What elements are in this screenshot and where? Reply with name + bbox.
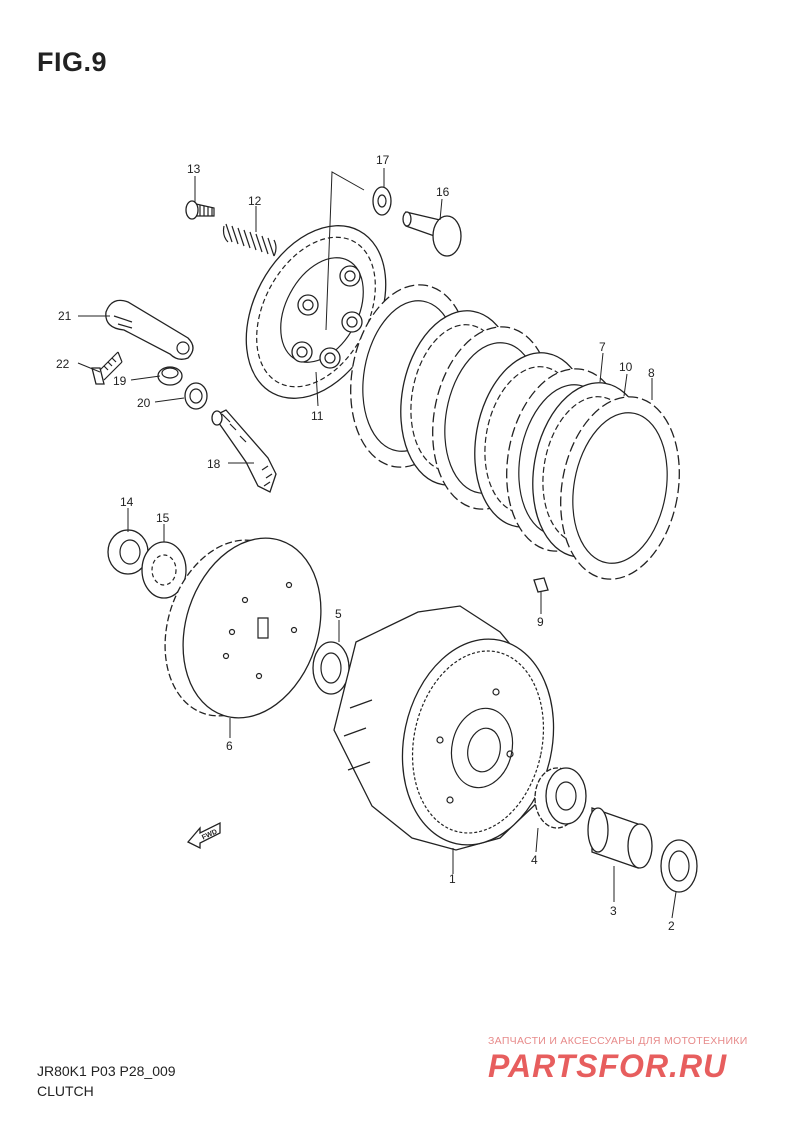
callout-12[interactable]: 12: [248, 194, 262, 208]
part-13-screw[interactable]: [185, 200, 215, 220]
callout-13[interactable]: 13: [187, 162, 201, 176]
section-name: CLUTCH: [37, 1083, 94, 1099]
part-5-thrust-washer[interactable]: [312, 641, 350, 695]
fwd-label: FWD: [201, 828, 218, 841]
part-17-washer[interactable]: [372, 186, 392, 216]
callout-14[interactable]: 14: [120, 495, 134, 509]
callout-10[interactable]: 10: [619, 360, 633, 374]
diagram-code: JR80K1 P03 P28_009: [37, 1063, 176, 1079]
callout-18[interactable]: 18: [207, 457, 221, 471]
part-6-primary-driven-gear[interactable]: [143, 520, 343, 736]
watermark-logo: PARTSFOR.RU: [488, 1048, 727, 1084]
callout-17[interactable]: 17: [376, 153, 390, 167]
callout-19[interactable]: 19: [113, 374, 127, 388]
callout-15[interactable]: 15: [156, 511, 170, 525]
part-1-clutch-housing[interactable]: [333, 605, 572, 859]
part-9-key[interactable]: [533, 577, 549, 593]
part-21-release-arm[interactable]: [105, 299, 194, 360]
part-19-collar[interactable]: [157, 366, 183, 386]
callout-numbers: 1 2 3 4 5 6 7 8 9 10 11 12 13 14 15 16 1…: [56, 153, 675, 933]
callout-1[interactable]: 1: [449, 872, 456, 886]
callout-8[interactable]: 8: [648, 366, 655, 380]
callout-9[interactable]: 9: [537, 615, 544, 629]
callout-16[interactable]: 16: [436, 185, 450, 199]
watermark-logo-text: PARTSFOR.RU: [488, 1048, 727, 1084]
part-20-washer[interactable]: [184, 382, 208, 410]
part-22-bolt[interactable]: [91, 351, 123, 385]
part-4-gear[interactable]: [534, 767, 587, 829]
part-2-washer[interactable]: [660, 839, 698, 893]
callout-3[interactable]: 3: [610, 904, 617, 918]
callout-22[interactable]: 22: [56, 357, 70, 371]
part-18-release-shaft[interactable]: [211, 409, 277, 493]
callout-4[interactable]: 4: [531, 853, 538, 867]
part-12-spring[interactable]: [222, 223, 277, 257]
callout-7[interactable]: 7: [599, 340, 606, 354]
part-11-pressure-plate[interactable]: [218, 202, 414, 423]
callout-2[interactable]: 2: [668, 919, 675, 933]
figure-title: FIG.9: [37, 47, 108, 77]
callout-20[interactable]: 20: [137, 396, 151, 410]
clutch-plate-stack[interactable]: [337, 275, 693, 588]
callout-5[interactable]: 5: [335, 607, 342, 621]
part-16-push-piece[interactable]: [402, 211, 462, 257]
callout-11[interactable]: 11: [311, 409, 324, 423]
watermark-tagline: ЗАПЧАСТИ И АКСЕССУАРЫ ДЛЯ МОТОТЕХНИКИ: [488, 1035, 748, 1047]
leader-lines: [77, 168, 677, 919]
fwd-arrow-icon: FWD: [186, 821, 221, 850]
callout-21[interactable]: 21: [58, 309, 72, 323]
part-3-spacer[interactable]: [587, 807, 653, 869]
callout-6[interactable]: 6: [226, 739, 233, 753]
